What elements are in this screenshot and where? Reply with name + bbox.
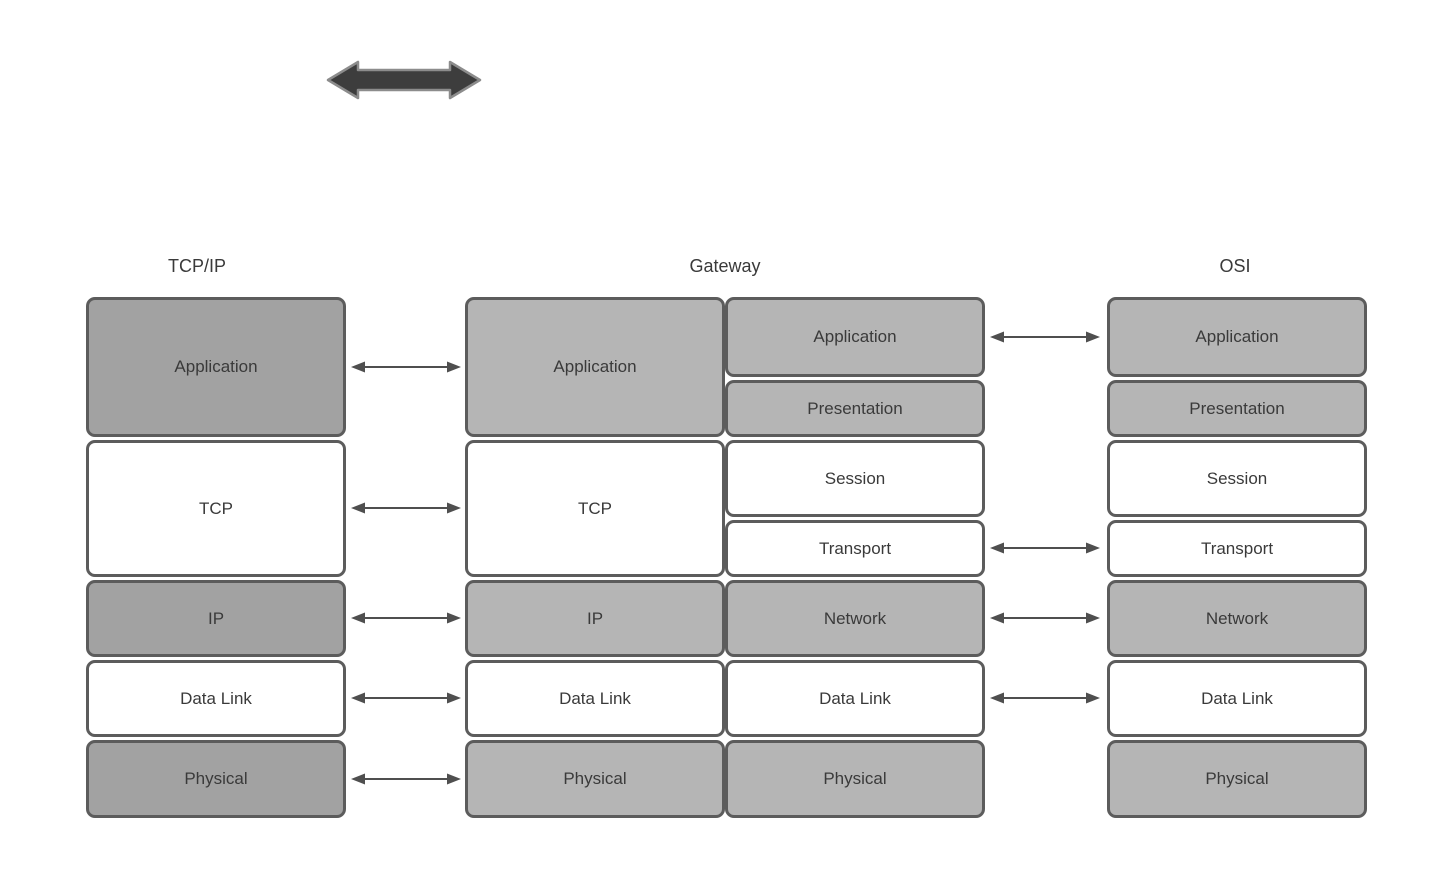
layer-label: Application — [553, 357, 637, 376]
tcpip-layer-application: Application — [86, 297, 346, 437]
gateway-right-layer-data-link: Data Link — [725, 660, 985, 737]
gateway-stack-title: Gateway — [689, 256, 761, 276]
tcpip-stack-title: TCP/IP — [167, 256, 227, 276]
layer-label: TCP — [199, 498, 233, 518]
osi-layer-network: Network — [1107, 580, 1367, 657]
osi-layer-data-link: Data Link — [1107, 660, 1367, 737]
layer-label: TCP — [578, 498, 612, 518]
layer-label: IP — [207, 608, 225, 628]
layer-label: IP — [586, 608, 604, 628]
bidirectional-arrow-tcpip-gateway-ip — [351, 612, 461, 624]
gateway-right-layer-network: Network — [725, 580, 985, 657]
gateway-right-layer-presentation: Presentation — [725, 380, 985, 437]
layer-label: Presentation — [807, 398, 903, 418]
tcpip-layer-physical: Physical — [86, 740, 346, 818]
osi-layer-transport: Transport — [1107, 520, 1367, 577]
bidirectional-arrow-gateway-osi-data-link — [990, 692, 1100, 704]
layer-label: Transport — [818, 538, 892, 558]
layer-label: Data Link — [1201, 688, 1273, 708]
osi-layer-session: Session — [1107, 440, 1367, 517]
layer-label: Application — [174, 357, 258, 376]
layer-label: Transport — [1200, 538, 1274, 558]
layer-label: Data Link — [559, 688, 631, 708]
gateway-right-layer-session: Session — [725, 440, 985, 517]
layer-label: Presentation — [1189, 398, 1285, 418]
layer-label: Application — [813, 327, 897, 346]
layer-label: Physical — [184, 769, 248, 788]
layer-label: Application — [1195, 327, 1279, 346]
osi-stack-title: OSI — [1219, 256, 1251, 276]
gateway-right-layer-transport: Transport — [725, 520, 985, 577]
layer-label: Physical — [823, 769, 887, 788]
bidirectional-arrow-gateway-osi-transport — [990, 542, 1100, 554]
tcpip-layer-ip: IP — [86, 580, 346, 657]
osi-layer-presentation: Presentation — [1107, 380, 1367, 437]
gateway-left-layer-ip: IP — [465, 580, 725, 657]
gateway-left-layer-physical: Physical — [465, 740, 725, 818]
double-headed-arrow-icon — [326, 60, 482, 100]
bidirectional-arrow-tcpip-gateway-tcp — [351, 502, 461, 514]
layer-label: Network — [1205, 608, 1269, 628]
bidirectional-arrow-tcpip-gateway-data-link — [351, 692, 461, 704]
osi-layer-application: Application — [1107, 297, 1367, 377]
bidirectional-arrow-gateway-osi-network — [990, 612, 1100, 624]
tcpip-layer-tcp: TCP — [86, 440, 346, 577]
bidirectional-arrow-tcpip-gateway-physical — [351, 773, 461, 785]
gateway-right-layer-physical: Physical — [725, 740, 985, 818]
layer-label: Network — [823, 608, 887, 628]
gateway-left-layer-application: Application — [465, 297, 725, 437]
gateway-left-layer-tcp: TCP — [465, 440, 725, 577]
layer-label: Data Link — [180, 688, 252, 708]
bidirectional-arrow-tcpip-gateway-application — [351, 361, 461, 373]
layer-label: Session — [824, 468, 886, 488]
tcpip-layer-data-link: Data Link — [86, 660, 346, 737]
osi-layer-physical: Physical — [1107, 740, 1367, 818]
layer-label: Session — [1206, 468, 1268, 488]
gateway-left-layer-data-link: Data Link — [465, 660, 725, 737]
bidirectional-arrow-gateway-osi-application — [990, 331, 1100, 343]
layer-label: Physical — [563, 769, 627, 788]
gateway-right-layer-application: Application — [725, 297, 985, 377]
layer-label: Data Link — [819, 688, 891, 708]
layer-label: Physical — [1205, 769, 1269, 788]
